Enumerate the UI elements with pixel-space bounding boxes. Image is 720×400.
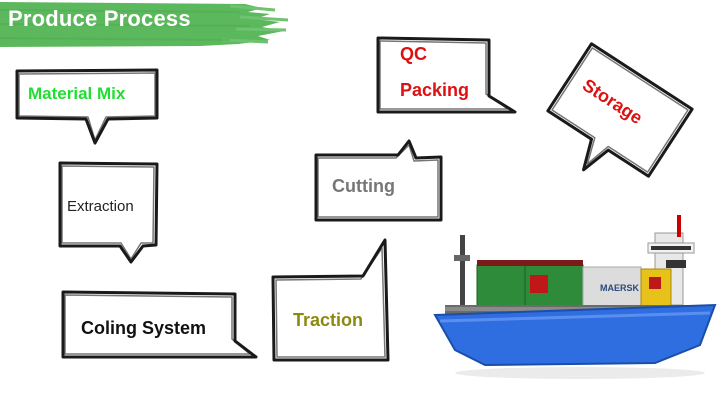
step-material-mix: Material Mix: [28, 84, 126, 103]
bubble-material-mix: [15, 68, 159, 145]
bubble-qc-packing: [376, 36, 517, 114]
step-coling-system: Coling System: [81, 318, 207, 338]
step-traction: Traction: [293, 310, 364, 330]
bubble-storage: [546, 42, 694, 178]
step-qc: QC: [400, 44, 427, 64]
step-packing: Packing: [400, 80, 470, 100]
bubble-extraction: [58, 161, 159, 264]
step-extraction: Extraction: [67, 198, 134, 215]
green-brush-stroke: [0, 2, 289, 47]
step-cutting: Cutting: [332, 176, 395, 196]
ship-brand-text: MAERSK: [600, 283, 640, 293]
title-banner: Produce Process: [0, 0, 290, 47]
page-title: Produce Process: [8, 6, 191, 31]
bubble-cutting: [314, 139, 443, 222]
container-ship-icon: MAERSK: [430, 205, 720, 390]
bubble-traction: [271, 238, 390, 362]
bubble-coling-system: [61, 290, 258, 359]
